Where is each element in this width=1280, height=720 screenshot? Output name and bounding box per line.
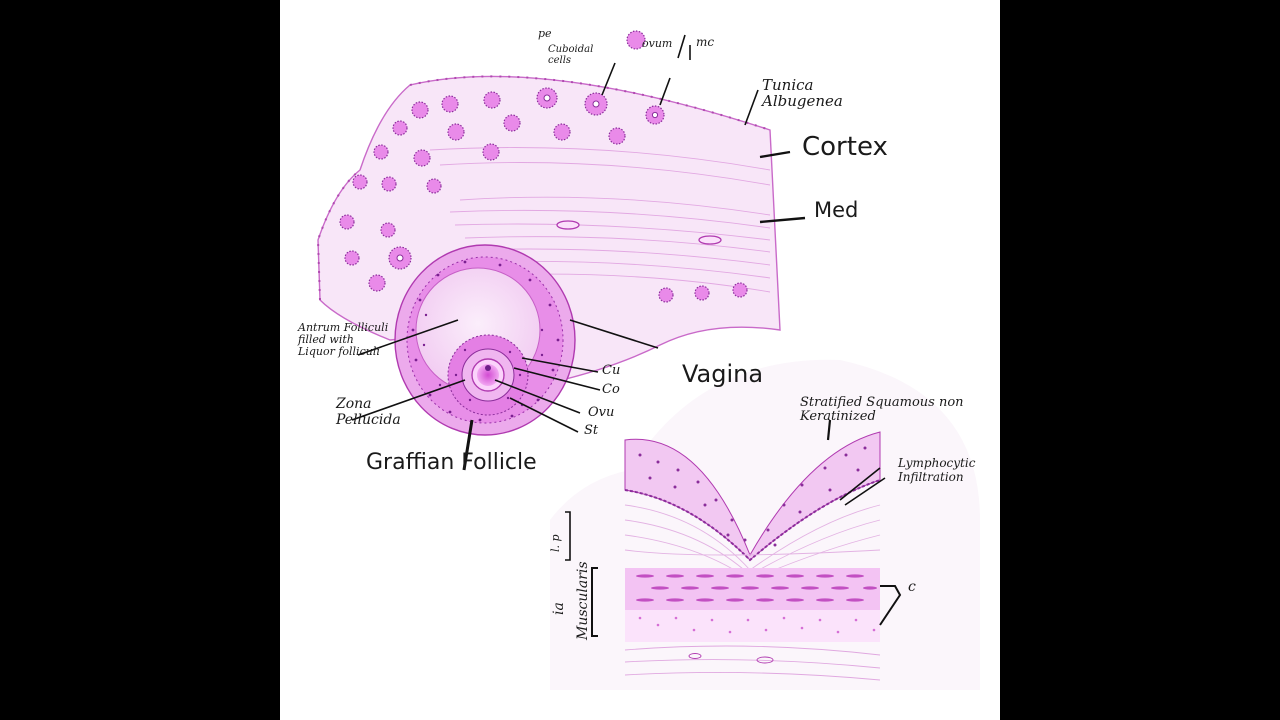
label-stratified-squamous: Stratified Squamous non Keratinized bbox=[800, 395, 964, 424]
histology-illustration bbox=[316, 30, 980, 690]
label-lamina-propria-cut: l. p bbox=[549, 534, 562, 552]
label-medulla: Med bbox=[814, 198, 859, 222]
ovum bbox=[477, 364, 499, 386]
label-vagina-title: Vagina bbox=[682, 360, 764, 388]
label-cuboidal-cells: Cuboidal cells bbox=[548, 44, 594, 66]
muscularis-layer bbox=[625, 568, 880, 642]
label-ovum: ovum bbox=[642, 37, 673, 50]
ovum-nucleus bbox=[485, 365, 491, 371]
label-stratum: St bbox=[584, 423, 599, 438]
tunica-albuginea-layer bbox=[409, 75, 771, 131]
medulla-vessel bbox=[698, 235, 722, 245]
ovary-leader-lines bbox=[351, 34, 806, 471]
label-cortex: Cortex bbox=[802, 132, 888, 162]
graafian-follicle bbox=[394, 244, 576, 436]
letterbox-left bbox=[0, 0, 280, 720]
label-graffian-follicle: Graffian Follicle bbox=[366, 450, 537, 475]
label-ovum-lower: Ovu bbox=[588, 405, 615, 420]
vagina-leader-lines bbox=[565, 419, 902, 637]
label-antrum-folliculi: Antrum Folliculi filled with Liquor foll… bbox=[298, 321, 389, 358]
granulosa-nuclei bbox=[411, 260, 560, 422]
epithelium-nuclei bbox=[638, 446, 867, 547]
label-corona: Co bbox=[602, 382, 620, 397]
histology-drawing-canvas: pe Cuboidal cells ovum mc Tunica Albugen… bbox=[280, 0, 1000, 720]
label-lamina: ia bbox=[551, 602, 567, 615]
ovary-section bbox=[316, 30, 806, 471]
letterbox-right bbox=[1000, 0, 1280, 720]
label-muscularis: Muscularis bbox=[575, 561, 591, 640]
label-cumulus: Cu bbox=[602, 363, 621, 378]
primordial-follicles bbox=[339, 87, 748, 303]
medulla-vessel bbox=[556, 220, 580, 230]
basal-layer bbox=[624, 479, 881, 562]
top-follicle bbox=[626, 30, 646, 50]
label-zona-pellucida: Zona Pellucida bbox=[336, 396, 401, 428]
adventitia bbox=[624, 645, 881, 681]
label-lymphocytic-infiltration: Lymphocytic Infiltration bbox=[898, 456, 976, 484]
label-top-cut: pe bbox=[538, 27, 552, 40]
label-right-cut: c bbox=[908, 579, 916, 595]
label-ovum-right: mc bbox=[696, 35, 715, 49]
vagina-section bbox=[550, 359, 980, 690]
vaginal-epithelium bbox=[624, 431, 881, 561]
label-tunica-albuginea: Tunica Albugenea bbox=[762, 76, 843, 110]
